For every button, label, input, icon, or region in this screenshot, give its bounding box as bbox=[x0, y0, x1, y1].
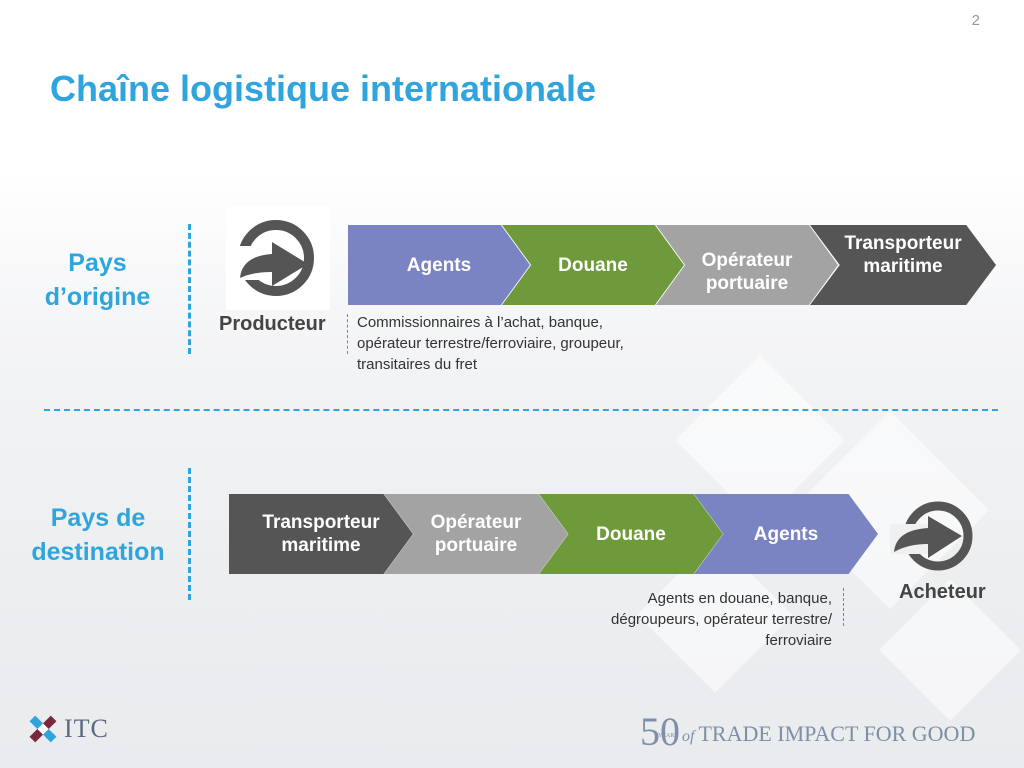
chevron-label: Douane bbox=[596, 523, 666, 545]
buyer-label: Acheteur bbox=[899, 581, 986, 603]
producer-label: Producteur bbox=[219, 313, 326, 335]
destination-note-rule bbox=[843, 588, 844, 626]
note-line: dégroupeurs, opérateur terrestre/ bbox=[611, 611, 832, 628]
destination-chevron-douane: Douane bbox=[539, 494, 723, 574]
destination-label-line1: Pays de bbox=[50, 504, 146, 532]
anniversary-number-text: 50 bbox=[640, 709, 680, 754]
note-line: Agents en douane, banque, bbox=[647, 590, 832, 607]
destination-note: Agents en douane, banque, dégroupeurs, o… bbox=[560, 588, 832, 651]
chevron-label: Opérateur bbox=[701, 250, 793, 271]
origin-note: Commissionnaires à l’achat, banque, opér… bbox=[357, 312, 677, 375]
origin-note-rule bbox=[347, 314, 348, 354]
chevron-label: maritime bbox=[281, 535, 361, 556]
destination-chevron-agents: Agents bbox=[694, 494, 878, 574]
destination-country-label: Pays de destination bbox=[18, 501, 178, 569]
origin-country-label: Pays d’origine bbox=[20, 246, 175, 314]
itc-logo-text: ITC bbox=[64, 714, 109, 743]
destination-chevron-transporteur: Transporteur maritime bbox=[229, 494, 413, 574]
origin-chevron-transporteur: Transporteur maritime bbox=[810, 225, 996, 305]
chevron-label: portuaire bbox=[434, 535, 518, 556]
origin-chevron-operateur: Opérateur portuaire bbox=[656, 225, 838, 305]
origin-chevron-agents: Agents bbox=[348, 225, 530, 305]
chevron-label: Opérateur bbox=[430, 512, 522, 533]
slide-title: Chaîne logistique internationale bbox=[50, 68, 597, 109]
destination-divider bbox=[188, 468, 191, 600]
destination-chevron-operateur: Opérateur portuaire bbox=[384, 494, 568, 574]
anniversary-number: 50 YEARS bbox=[640, 712, 680, 752]
destination-label-line2: destination bbox=[31, 538, 165, 566]
chevron-label: portuaire bbox=[705, 273, 789, 294]
chevron-label: Douane bbox=[558, 254, 628, 276]
note-line: opérateur terrestre/ferroviaire, groupeu… bbox=[357, 335, 624, 352]
chevron-label: Transporteur bbox=[262, 512, 380, 533]
anniversary-of: of bbox=[682, 728, 695, 745]
chevron-label: Agents bbox=[753, 523, 819, 545]
anniversary-tagline: TRADE IMPACT FOR GOOD bbox=[698, 721, 976, 746]
note-line: ferroviaire bbox=[765, 632, 832, 649]
note-line: Commissionnaires à l’achat, banque, bbox=[357, 314, 603, 331]
section-divider bbox=[44, 409, 998, 411]
itc-logo: ITC bbox=[26, 712, 109, 746]
arrow-circle-icon bbox=[890, 501, 973, 571]
chevron-label: Agents bbox=[406, 254, 472, 276]
origin-label-line2: d’origine bbox=[44, 283, 151, 311]
anniversary-logo: 50 YEARS of TRADE IMPACT FOR GOOD bbox=[640, 712, 975, 752]
page-number: 2 bbox=[971, 12, 980, 29]
itc-x-logo-icon bbox=[29, 715, 57, 743]
arrow-circle-icon bbox=[234, 220, 314, 296]
buyer-icon-box bbox=[888, 496, 988, 574]
chevron-label: maritime bbox=[863, 256, 943, 277]
origin-label-line1: Pays bbox=[68, 249, 127, 277]
note-line: transitaires du fret bbox=[357, 356, 478, 373]
anniversary-years: YEARS bbox=[658, 733, 678, 739]
origin-divider bbox=[188, 224, 191, 354]
origin-chevron-douane: Douane bbox=[502, 225, 684, 305]
chevron-label: Transporteur bbox=[844, 233, 962, 254]
producer-icon-box bbox=[226, 206, 330, 310]
